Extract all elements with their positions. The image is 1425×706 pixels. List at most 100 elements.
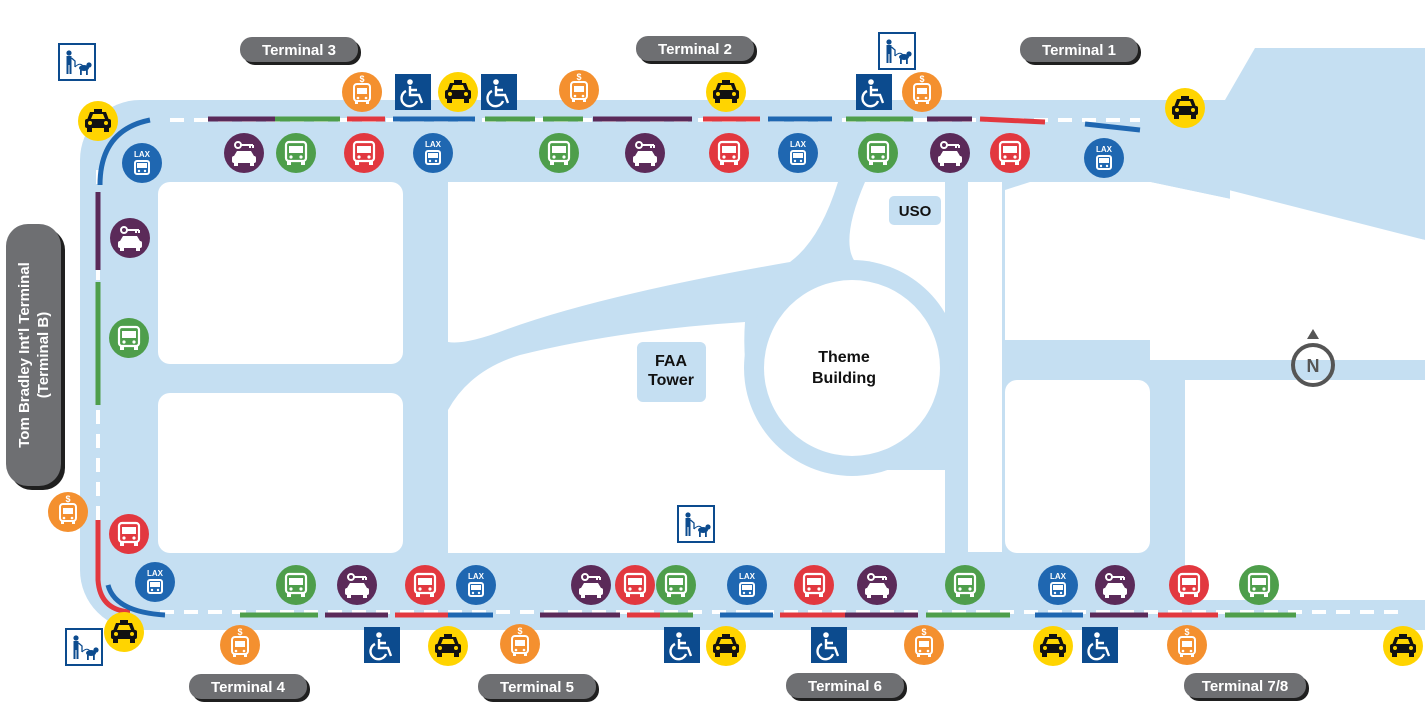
- airfield-area: [1150, 182, 1425, 360]
- tom-bradley-terminal-label[interactable]: Tom Bradley Int'l Terminal (Terminal B): [6, 224, 65, 490]
- pickup-icons: LAX LAX $ $ LAX $ LAX $ LAX LAX LAX LAX $ $ $ $: [47, 32, 1423, 666]
- hotel-shuttle-icon[interactable]: [615, 565, 655, 605]
- north-label: N: [1307, 356, 1320, 376]
- terminal-4-label[interactable]: Terminal 4: [189, 674, 310, 702]
- curb-markings-north: [208, 116, 1141, 133]
- terminal-6-label[interactable]: Terminal 6: [786, 673, 907, 701]
- taxi-icon[interactable]: [78, 101, 118, 141]
- lax-shuttle-icon[interactable]: [121, 142, 163, 184]
- lax-text: LAX: [134, 150, 151, 159]
- dollar-sign: $: [359, 74, 364, 84]
- inner-block: [968, 182, 1002, 552]
- faa-tower-landmark: FAA Tower: [637, 342, 706, 402]
- taxi-icon[interactable]: [706, 626, 746, 666]
- rental-car-shuttle-icon[interactable]: [223, 132, 265, 174]
- lax-shuttle-icon[interactable]: [1037, 564, 1079, 606]
- theme-label: Theme: [818, 349, 870, 366]
- dollar-sign: $: [65, 494, 70, 504]
- pet-relief-area-icon: [65, 628, 103, 666]
- taxi-icon[interactable]: [1033, 626, 1073, 666]
- tbit-line2-text: (Terminal B): [35, 312, 52, 398]
- wheelchair-accessible-icon: [362, 625, 402, 665]
- faa-label: FAA: [655, 353, 687, 370]
- terminal-7-8-label[interactable]: Terminal 7/8: [1184, 673, 1309, 701]
- pet-relief-area-icon: [878, 32, 916, 70]
- taxi-icon[interactable]: [428, 626, 468, 666]
- parking-structure: [158, 393, 403, 553]
- dollar-sign: $: [237, 627, 242, 637]
- dollar-sign: $: [921, 627, 926, 637]
- hotel-shuttle-icon[interactable]: [344, 133, 384, 173]
- terminal-7-8-text: Terminal 7/8: [1202, 678, 1288, 695]
- hotel-shuttle-icon[interactable]: [1169, 565, 1209, 605]
- lax-shuttle-icon[interactable]: [726, 564, 768, 606]
- parking-structure: [158, 182, 403, 364]
- lax-text: LAX: [739, 572, 756, 581]
- hotel-shuttle-icon[interactable]: [709, 133, 749, 173]
- wheelchair-accessible-icon: [662, 625, 702, 665]
- wheelchair-accessible-icon: [393, 72, 433, 112]
- taxi-icon[interactable]: [1165, 88, 1205, 128]
- lax-shuttle-icon[interactable]: [777, 132, 819, 174]
- terminal-1-text: Terminal 1: [1042, 42, 1116, 59]
- taxi-icon[interactable]: [1383, 626, 1423, 666]
- flyaway-bus-icon[interactable]: [1239, 565, 1279, 605]
- parking-structure: [1005, 380, 1150, 553]
- hotel-shuttle-icon[interactable]: [990, 133, 1030, 173]
- dollar-sign: $: [576, 72, 581, 82]
- dollar-sign: $: [919, 74, 924, 84]
- terminal-5-text: Terminal 5: [500, 679, 574, 696]
- flyaway-bus-icon[interactable]: [276, 565, 316, 605]
- hotel-shuttle-icon[interactable]: [405, 565, 445, 605]
- lax-text: LAX: [790, 140, 807, 149]
- building-label: Building: [812, 370, 876, 387]
- pet-relief-area-icon: [58, 43, 96, 81]
- lax-shuttle-icon[interactable]: [134, 561, 176, 603]
- rental-car-shuttle-icon[interactable]: [624, 132, 666, 174]
- terminal-3-label[interactable]: Terminal 3: [240, 37, 361, 65]
- east-lot: [1185, 380, 1425, 600]
- lax-text: LAX: [425, 140, 442, 149]
- lax-text: LAX: [468, 572, 485, 581]
- lax-text: LAX: [1096, 145, 1113, 154]
- flyaway-bus-icon[interactable]: [276, 133, 316, 173]
- terminal-5-label[interactable]: Terminal 5: [478, 674, 599, 702]
- rental-car-shuttle-icon[interactable]: [570, 564, 612, 606]
- flyaway-bus-icon[interactable]: [656, 565, 696, 605]
- lax-text: LAX: [1050, 572, 1067, 581]
- wheelchair-accessible-icon: [809, 625, 849, 665]
- flyaway-bus-icon[interactable]: [109, 318, 149, 358]
- hotel-shuttle-icon[interactable]: [109, 514, 149, 554]
- theme-building-landmark: Theme Building: [812, 349, 876, 387]
- taxi-icon[interactable]: [706, 72, 746, 112]
- terminal-3-text: Terminal 3: [262, 42, 336, 59]
- flyaway-bus-icon[interactable]: [539, 133, 579, 173]
- rental-car-shuttle-icon[interactable]: [336, 564, 378, 606]
- wheelchair-accessible-icon: [854, 72, 894, 112]
- rental-car-shuttle-icon[interactable]: [856, 564, 898, 606]
- lax-text: LAX: [147, 569, 164, 578]
- flyaway-bus-icon[interactable]: [858, 133, 898, 173]
- dollar-sign: $: [517, 626, 522, 636]
- north-access-road: [1150, 48, 1425, 240]
- rental-car-shuttle-icon[interactable]: [1094, 564, 1136, 606]
- rental-car-shuttle-icon[interactable]: [929, 132, 971, 174]
- hotel-shuttle-icon[interactable]: [794, 565, 834, 605]
- lax-shuttle-icon[interactable]: [455, 564, 497, 606]
- central-block: [448, 322, 945, 553]
- parking-structure: [448, 182, 838, 343]
- lax-shuttle-icon[interactable]: [412, 132, 454, 174]
- taxi-icon[interactable]: [438, 72, 478, 112]
- north-arrow-icon: N: [1291, 329, 1335, 387]
- terminal-1-label[interactable]: Terminal 1: [1020, 37, 1141, 65]
- flyaway-bus-icon[interactable]: [945, 565, 985, 605]
- dollar-sign: $: [1184, 627, 1189, 637]
- tbit-line1-text: Tom Bradley Int'l Terminal: [16, 262, 33, 448]
- lax-shuttle-icon[interactable]: [1083, 137, 1125, 179]
- taxi-icon[interactable]: [104, 612, 144, 652]
- pet-relief-area-icon: [677, 505, 715, 543]
- terminal-2-label[interactable]: Terminal 2: [636, 36, 757, 64]
- rental-car-shuttle-icon[interactable]: [109, 217, 151, 259]
- uso-label: USO: [899, 203, 932, 220]
